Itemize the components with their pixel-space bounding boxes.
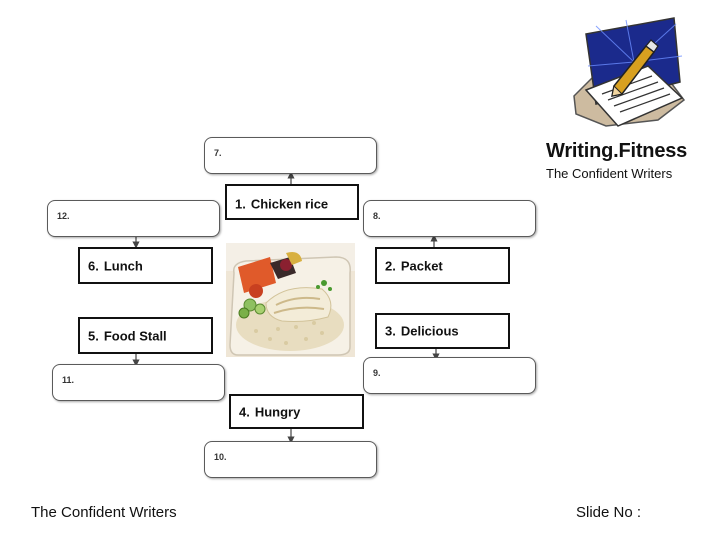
blank-box-10[interactable]: 10. bbox=[204, 441, 377, 478]
blank-box-11[interactable]: 11. bbox=[52, 364, 225, 401]
blank-number-10: 10. bbox=[214, 452, 227, 462]
word-number-2: 2. bbox=[385, 258, 396, 273]
footer-brand: The Confident Writers bbox=[31, 504, 177, 521]
word-text-1: Chicken rice bbox=[250, 196, 329, 212]
blank-box-8[interactable]: 8. bbox=[363, 200, 536, 237]
word-number-4: 4. bbox=[239, 404, 250, 419]
blank-box-9[interactable]: 9. bbox=[363, 357, 536, 394]
word-number-6: 6. bbox=[88, 258, 99, 273]
blank-box-7[interactable]: 7. bbox=[204, 137, 377, 174]
brand-title: Writing.Fitness bbox=[546, 140, 688, 162]
word-box-2: 2. Packet bbox=[375, 247, 510, 284]
blank-number-12: 12. bbox=[57, 211, 70, 221]
slide-number-label: Slide No : bbox=[576, 504, 642, 521]
chicken-rice-photo bbox=[226, 243, 355, 357]
word-box-6: 6. Lunch bbox=[78, 247, 213, 284]
word-number-3: 3. bbox=[385, 323, 396, 339]
word-text-4: Hungry bbox=[254, 404, 301, 419]
word-number-1: 1. bbox=[235, 196, 246, 212]
blank-number-7: 7. bbox=[214, 148, 222, 158]
brand-subtitle: The Confident Writers bbox=[546, 166, 673, 181]
word-box-4: 4. Hungry bbox=[229, 394, 364, 429]
word-text-6: Lunch bbox=[103, 258, 143, 273]
word-number-5: 5. bbox=[88, 328, 99, 343]
word-text-3: Delicious bbox=[400, 323, 459, 339]
word-text-2: Packet bbox=[400, 258, 443, 273]
blank-box-12[interactable]: 12. bbox=[47, 200, 220, 237]
pencil-writing-icon bbox=[573, 17, 686, 127]
blank-number-8: 8. bbox=[373, 211, 381, 221]
word-text-5: Food Stall bbox=[103, 328, 167, 343]
word-box-1: 1.Chicken rice bbox=[225, 184, 359, 220]
word-box-5: 5. Food Stall bbox=[78, 317, 213, 354]
blank-number-11: 11. bbox=[62, 375, 75, 385]
word-box-3: 3.Delicious bbox=[375, 313, 510, 349]
blank-number-9: 9. bbox=[373, 368, 381, 378]
